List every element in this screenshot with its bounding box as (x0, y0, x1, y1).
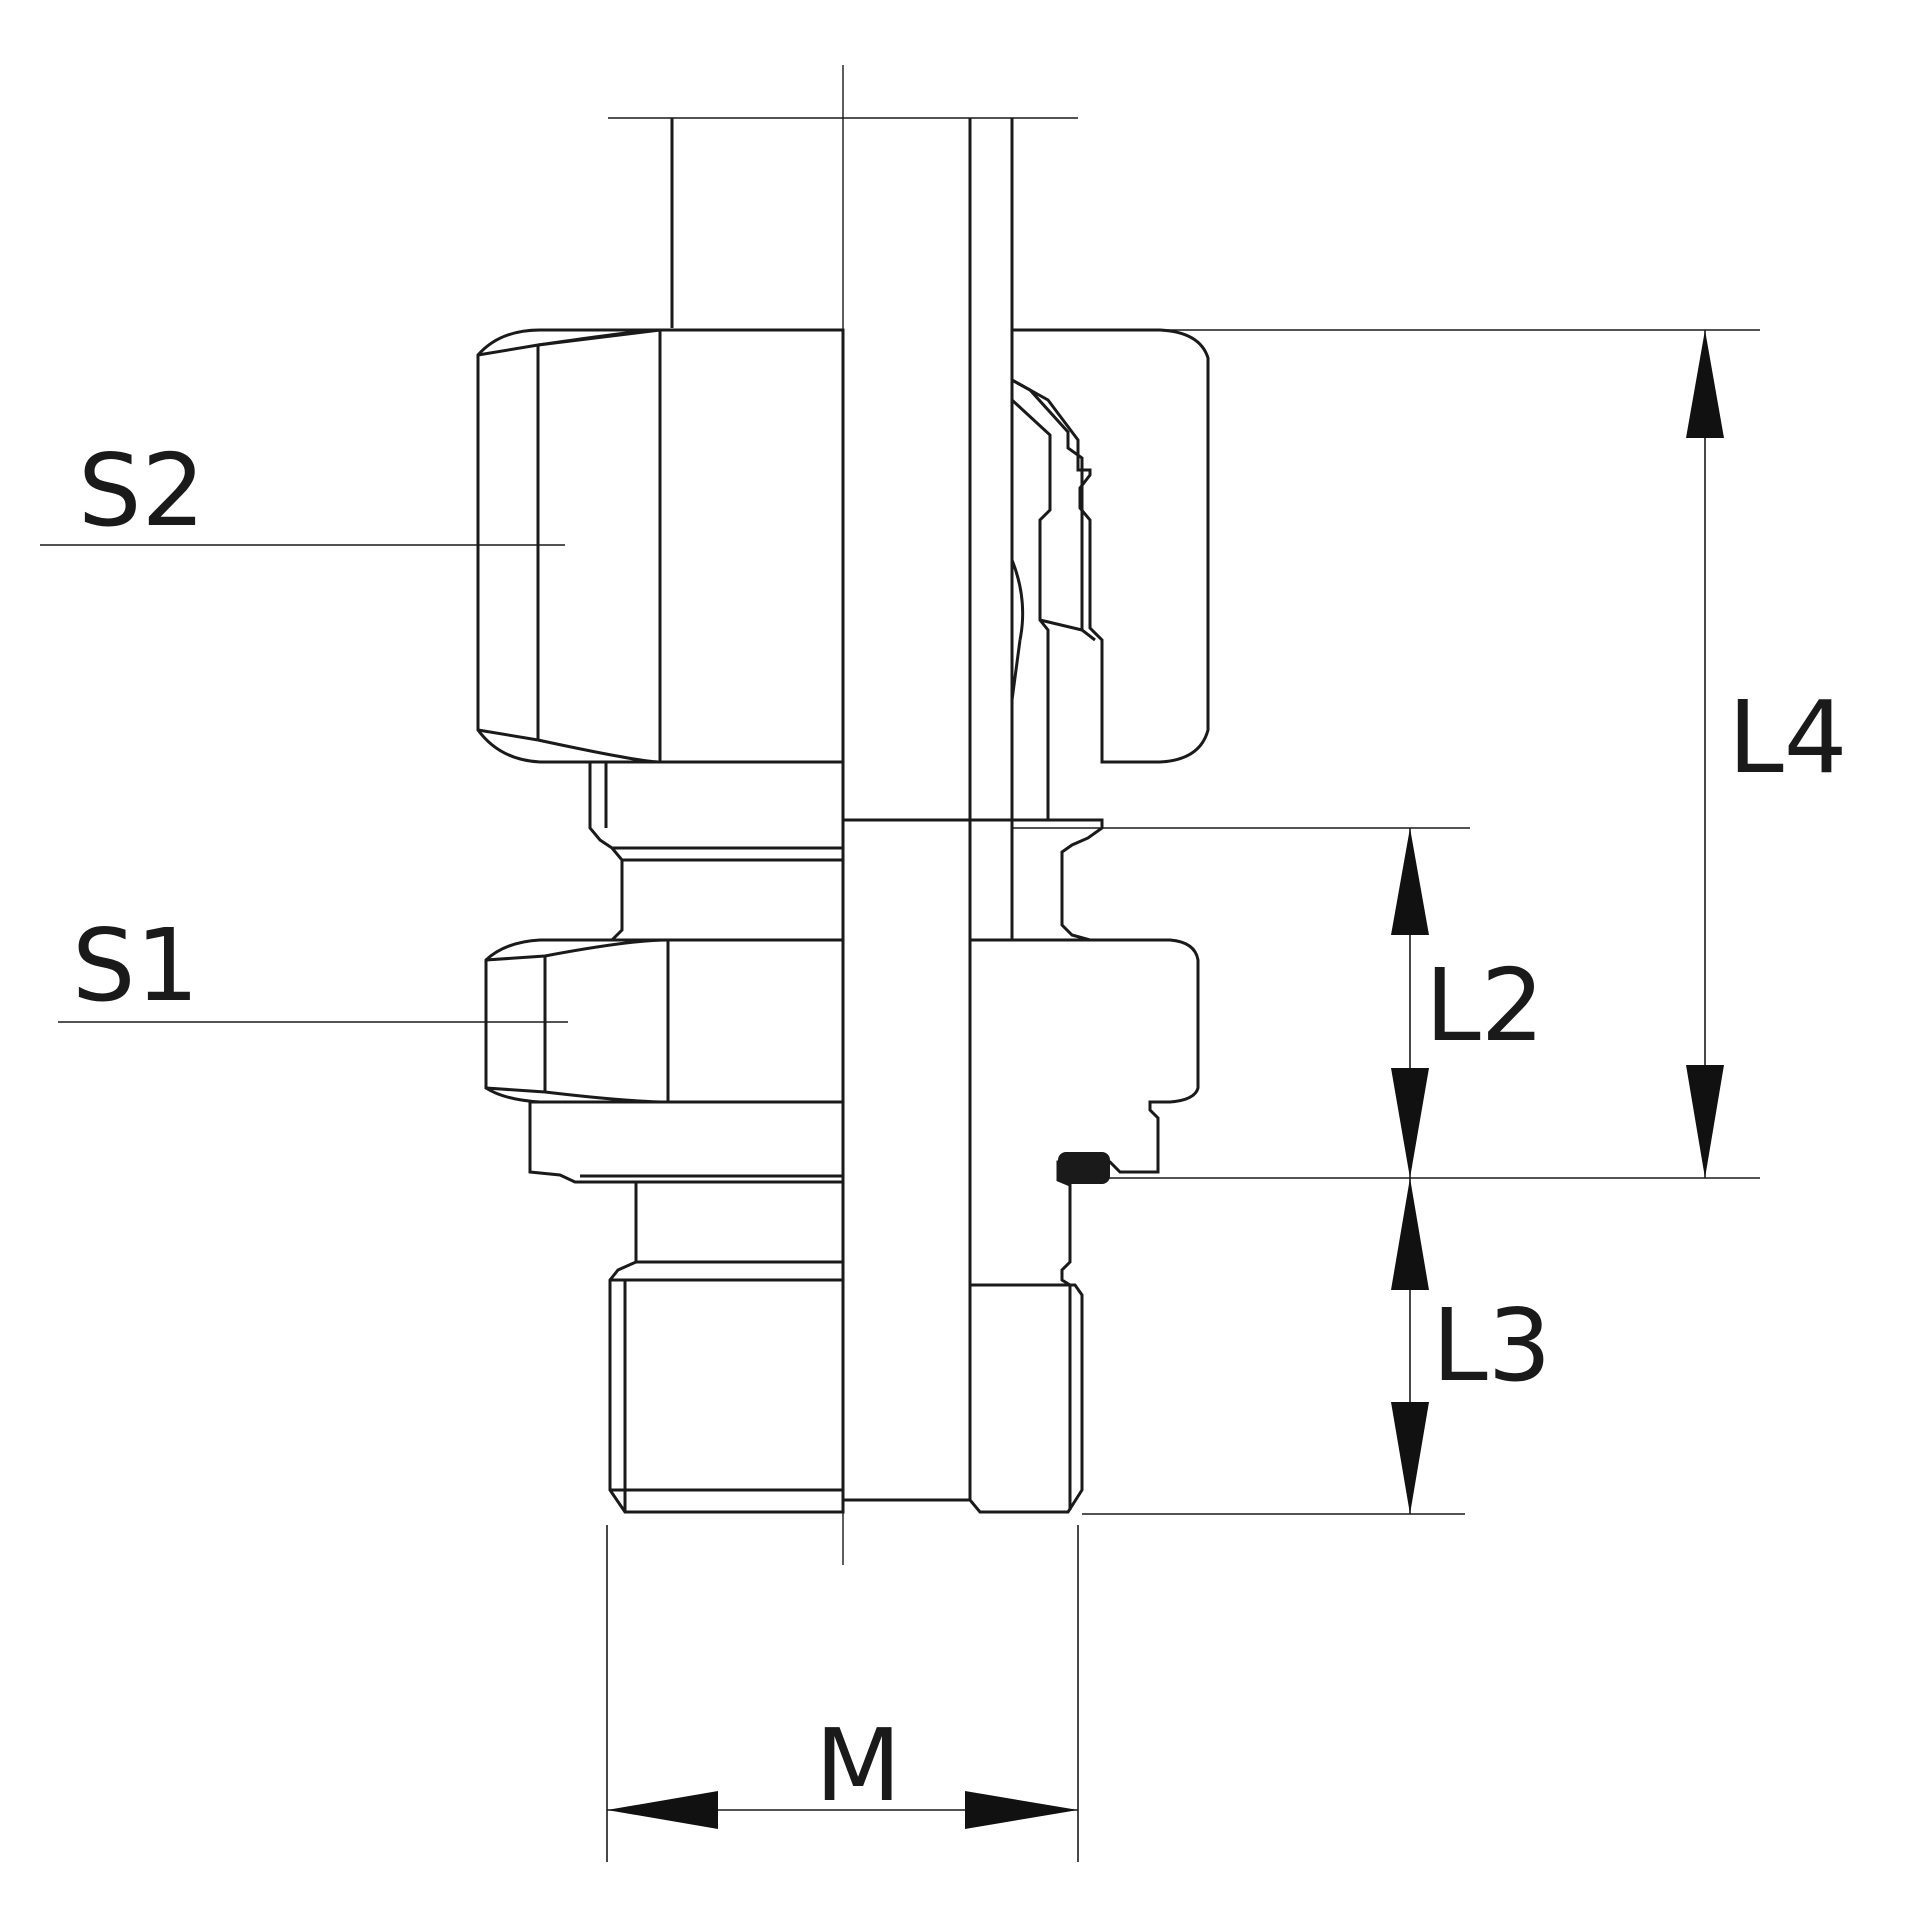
label-s1: S1 (72, 907, 199, 1024)
arrow-icon (1686, 1065, 1724, 1178)
label-l4: L4 (1728, 679, 1847, 796)
arrow-icon (1391, 1178, 1429, 1290)
arrow-icon (965, 1791, 1078, 1829)
arrow-icon (1391, 1402, 1429, 1514)
arrow-icon (1686, 330, 1724, 438)
nut-s2-section (1010, 328, 1210, 764)
dimension-m (607, 1791, 1078, 1829)
thread-stud (608, 1180, 1084, 1514)
label-m: M (815, 1707, 901, 1824)
label-l2: L2 (1425, 947, 1544, 1064)
cutting-ring (1010, 378, 1096, 828)
dimension-l3 (1391, 1178, 1429, 1514)
dimension-l4 (1686, 330, 1724, 1178)
hex-s1-section (968, 938, 1200, 1287)
body-neck (588, 760, 845, 942)
hex-s1 (484, 938, 845, 1104)
nut-s2 (476, 328, 845, 764)
label-s2: S2 (78, 432, 205, 549)
extension-lines (40, 329, 1760, 1862)
arrow-icon (1391, 1068, 1429, 1178)
arrow-icon (607, 1791, 718, 1829)
flange (528, 1100, 845, 1184)
dimension-l2 (1391, 828, 1429, 1178)
arrow-icon (1391, 828, 1429, 935)
label-l3: L3 (1432, 1287, 1551, 1404)
seal-ring (1058, 1152, 1110, 1184)
